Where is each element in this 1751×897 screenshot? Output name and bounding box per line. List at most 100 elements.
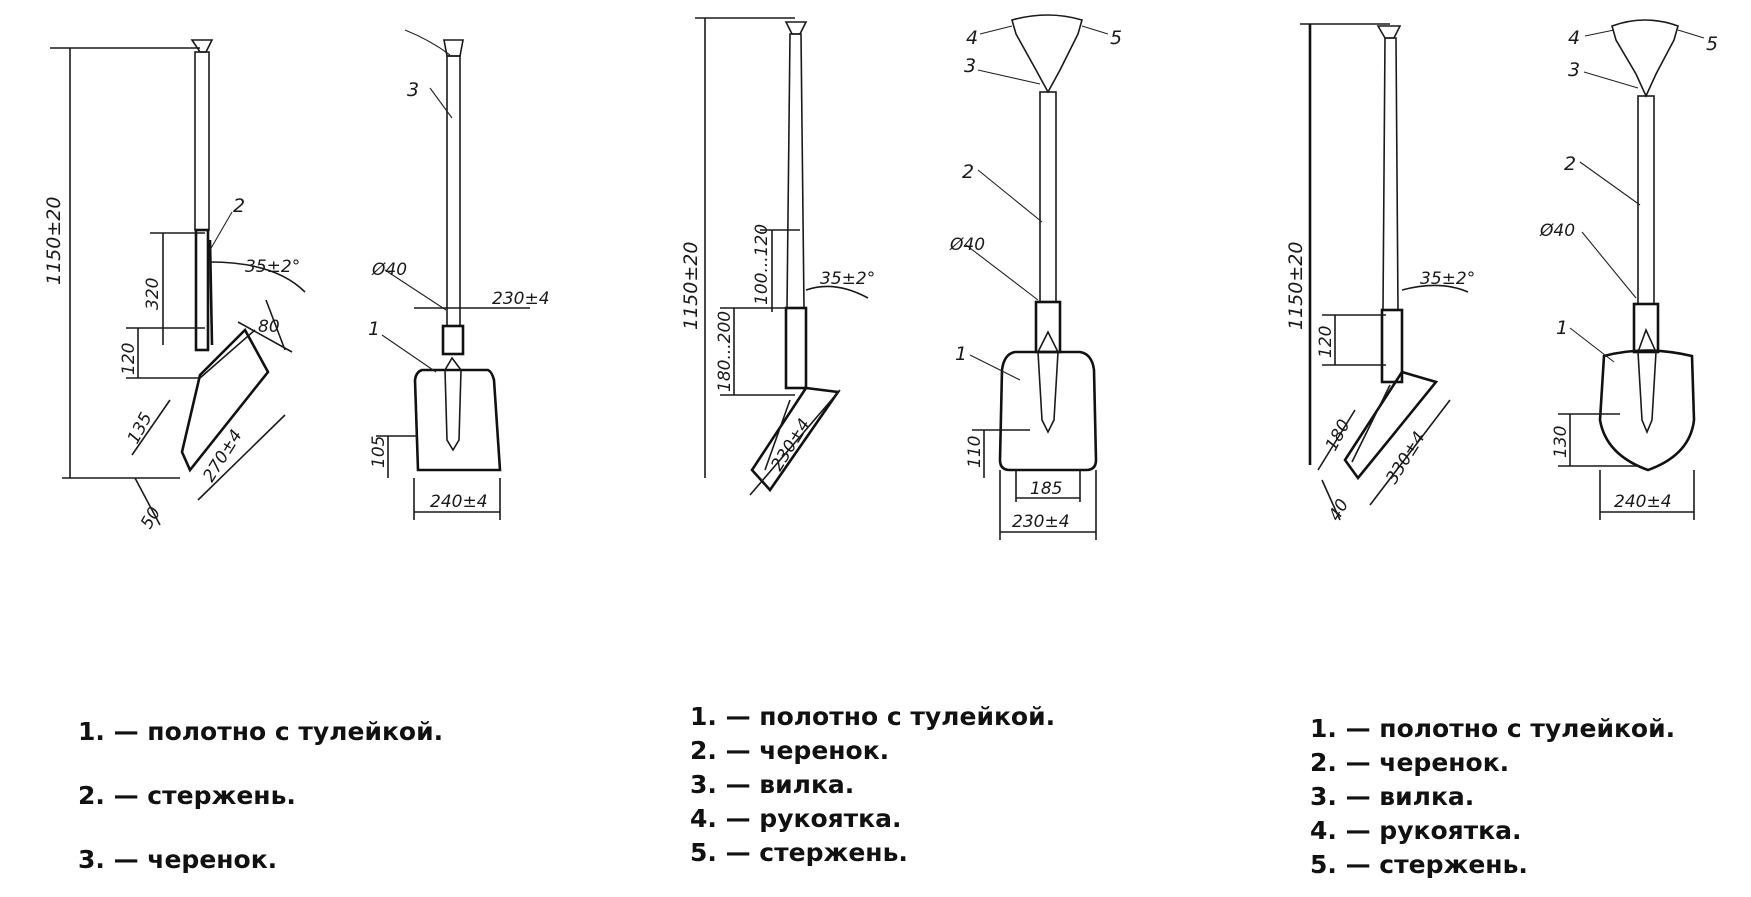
legend-item: 5. — стержень.: [690, 838, 908, 867]
blade-profile: [180, 327, 270, 473]
dim-line: [1369, 399, 1451, 506]
dim-width-bottom: 240±4: [430, 492, 488, 512]
socket-edge: [208, 239, 214, 346]
legend-2: 1. — полотно с тулейкой. 2. — черенок. 3…: [690, 700, 1055, 870]
angle-arc: [805, 285, 869, 299]
socket: [1034, 300, 1062, 354]
legend-item: 3. — вилка.: [1310, 782, 1475, 811]
dim-line: [1317, 409, 1356, 471]
handle-shaft: [786, 33, 805, 309]
blade-outline: [413, 368, 502, 472]
dim-length: 1150±20: [1285, 242, 1307, 330]
legend-item: 1. — полотно с тулейкой.: [690, 702, 1056, 731]
socket: [441, 324, 465, 356]
dim-edge: 50: [137, 504, 165, 533]
leader-line: [429, 87, 453, 119]
legend-1: 1. — полотно с тулейкой. 2. — стержень. …: [78, 700, 443, 892]
legend-item: 4. — рукоятка.: [690, 804, 902, 833]
handle-shaft: [194, 51, 210, 231]
blade-outline: [998, 350, 1098, 472]
handle-shaft: [446, 55, 461, 327]
leader-line: [1583, 71, 1639, 89]
handle-grip: [1011, 14, 1083, 94]
leader-line: [384, 269, 447, 311]
part-label-4: 4: [1568, 27, 1580, 49]
handle-shaft: [1637, 95, 1655, 305]
legend-item: 1. — полотно с тулейкой.: [78, 717, 444, 746]
blade-inner-line: [199, 329, 256, 379]
handle-shaft: [1039, 91, 1057, 303]
dim-line: [131, 399, 171, 456]
dim-diameter: Ø40: [1539, 221, 1575, 241]
leader-line: [969, 354, 1021, 381]
leader-line: [1581, 231, 1637, 299]
dim-blade-width: 80: [258, 317, 280, 337]
dim-width-bottom: 240±4: [1614, 492, 1672, 512]
dim-blade-lip: 180: [1322, 416, 1355, 454]
dim-angle: 35±2°: [245, 257, 300, 277]
leader-line: [1677, 29, 1705, 39]
dim-bottom-height: 105: [369, 436, 389, 468]
leader-line: [1579, 161, 1641, 206]
part-label-5: 5: [1706, 33, 1718, 55]
handle-hook: [404, 29, 451, 56]
part-label-3: 3: [964, 55, 976, 77]
shovel-2-front-view: 4 5 3 2 Ø40 1 110 185 230±4: [949, 14, 1122, 540]
dim-line: [265, 299, 286, 351]
blade-rib: [444, 356, 462, 452]
handle-grip: [1611, 19, 1679, 98]
blade-rib: [1637, 327, 1657, 435]
socket: [1632, 302, 1660, 354]
blade-profile: [750, 386, 841, 493]
dim-line: [749, 389, 841, 496]
handle-tip: [784, 21, 808, 35]
shovel-3-side-view: 1150±20 35±2° 120 180 330±4 40: [1285, 23, 1475, 525]
legend-item: 3. — вилка.: [690, 770, 855, 799]
legend-3: 1. — полотно с тулейкой. 2. — черенок. 3…: [1310, 712, 1675, 882]
leader-line: [209, 211, 233, 251]
dim-socket-low: 180...200: [715, 311, 735, 392]
blade-inner-line: [1351, 384, 1391, 463]
dim-width-top: 230±4: [492, 289, 550, 309]
leader-line: [965, 244, 1039, 301]
dim-extension-line: [237, 321, 293, 353]
shovel-1-side-view: 1150±20 320 120 2 35±2° 80 135 270±4 50: [43, 39, 306, 533]
legend-item: 3. — черенок.: [78, 845, 278, 874]
part-label-3: 3: [1568, 59, 1580, 81]
dim-length: 1150±20: [43, 197, 65, 285]
dim-line: [134, 477, 161, 526]
part-label-1: 1: [1556, 317, 1568, 339]
part-label-5: 5: [1110, 27, 1122, 49]
leader-line: [381, 334, 437, 373]
angle-arc: [1401, 284, 1469, 293]
part-label-3: 3: [407, 79, 419, 101]
leader-line: [1569, 327, 1615, 363]
handle-tip: [1376, 25, 1402, 39]
dim-bottom-height: 110: [965, 436, 985, 468]
dim-socket-length: 320: [143, 278, 163, 310]
dim-inner-width: 185: [1030, 479, 1062, 499]
part-label-1: 1: [368, 318, 380, 340]
socket: [784, 306, 808, 390]
socket: [194, 228, 210, 352]
dim-edge: 40: [1325, 496, 1353, 525]
dim-bottom-height: 130: [1551, 426, 1571, 458]
dim-socket-length: 100...120: [752, 224, 772, 305]
leader-line: [979, 25, 1013, 35]
dim-socket-low: 120: [1316, 326, 1336, 358]
leader-line: [1081, 25, 1109, 35]
blade-profile: [1343, 370, 1439, 481]
dim-line: [1321, 479, 1341, 521]
dim-length: 1150±20: [680, 242, 702, 330]
part-label-4: 4: [966, 27, 978, 49]
leader-line: [977, 69, 1041, 85]
dim-angle: 35±2°: [820, 269, 875, 289]
leader-line: [1584, 29, 1615, 37]
blade-inner-line: [764, 399, 791, 471]
handle-tip: [190, 39, 214, 53]
part-label-2: 2: [233, 195, 245, 217]
leader-line: [977, 169, 1043, 223]
legend-item: 4. — рукоятка.: [1310, 816, 1522, 845]
